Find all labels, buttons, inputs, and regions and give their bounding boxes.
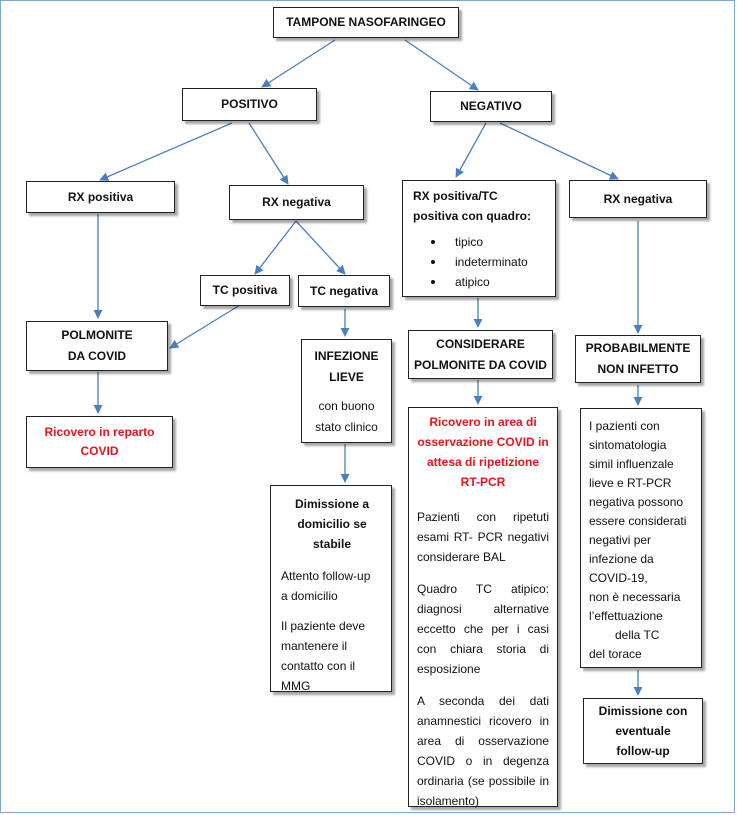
node-ricovero-reparto-line2: COVID bbox=[80, 444, 119, 458]
node-ricovero-reparto-line1: Ricovero in reparto bbox=[44, 425, 155, 439]
node-pazienti-line: simil influenzale bbox=[589, 457, 674, 471]
node-pazienti-line: infezione da bbox=[589, 552, 654, 566]
node-tampone: TAMPONE NASOFARINGEO bbox=[273, 7, 459, 38]
node-followup-line2: eventuale bbox=[615, 724, 671, 738]
node-rx-tc-positiva: RX positiva/TC positiva con quadro: tipi… bbox=[402, 180, 556, 297]
node-osserv-line1: Ricovero in area di bbox=[429, 415, 537, 429]
node-osserv-paragraph-2: Quadro TC atipico: diagnosi alternative … bbox=[417, 582, 549, 676]
node-rx-tc-title: RX positiva/TC positiva con quadro: bbox=[413, 186, 549, 226]
node-pazienti-line: della TC bbox=[615, 628, 660, 642]
node-dimissione-p1-line1: Attento follow-up bbox=[281, 569, 371, 583]
node-pazienti-line: sintomatologia bbox=[589, 438, 667, 452]
node-followup-line1: Dimissione con bbox=[598, 704, 688, 718]
node-dimissione-line3: stabile bbox=[312, 537, 351, 551]
arrow-tcpos-polmonite bbox=[169, 304, 241, 349]
node-dimissione-paragraph-1: Attento follow-up a domicilio bbox=[281, 566, 383, 606]
node-rx-tc-line2: positiva con quadro: bbox=[413, 209, 532, 223]
node-rx-negativa-neg-label: RX negativa bbox=[603, 191, 673, 206]
node-polmonite: POLMONITE DA COVID bbox=[26, 321, 168, 371]
node-negativo: NEGATIVO bbox=[430, 91, 552, 122]
node-infezione-lieve: INFEZIONE LIEVE con buono stato clinico bbox=[301, 339, 392, 443]
node-rx-tc-item-atipico: atipico bbox=[413, 272, 549, 292]
node-pazienti-line: non è necessaria bbox=[589, 590, 681, 604]
node-tc-negativa: TC negativa bbox=[298, 275, 390, 307]
arrow-tampone-positivo bbox=[261, 39, 336, 88]
node-rx-tc-item-tipico: tipico bbox=[413, 232, 549, 252]
node-infezione-sub-line1: con buono bbox=[318, 399, 375, 413]
node-dimissione-p2-line3: contatto con il bbox=[281, 659, 356, 673]
arrow-tampone-negativo bbox=[404, 39, 479, 91]
node-rx-negativa-pos-label: RX negativa bbox=[262, 195, 331, 209]
node-tc-positiva: TC positiva bbox=[200, 275, 290, 306]
node-dimissione-paragraph-2: Il paziente deve mantenere il contatto c… bbox=[281, 616, 383, 696]
node-pazienti-line: I pazienti con bbox=[589, 419, 660, 433]
node-dimissione-p2-line1: Il paziente deve bbox=[281, 619, 366, 633]
node-dimissione-followup: Dimissione con eventuale follow-up bbox=[583, 698, 703, 764]
node-osserv-line2: osservazione COVID in bbox=[417, 435, 549, 449]
arrow-rxneg-tcpos bbox=[254, 220, 297, 275]
node-considerare-polmonite: CONSIDERARE POLMONITE DA COVID bbox=[408, 330, 553, 379]
node-rx-tc-line1: RX positiva/TC bbox=[413, 189, 498, 203]
node-dimissione-title: Dimissione a domicilio se stabile bbox=[281, 494, 383, 554]
node-osserv-title: Ricovero in area di osservazione COVID i… bbox=[417, 412, 549, 492]
node-osserv-line3: attesa di ripetizione bbox=[426, 455, 540, 469]
node-pazienti-line: essere considerati bbox=[589, 514, 687, 528]
node-positivo: POSITIVO bbox=[182, 88, 317, 121]
node-rx-tc-list: tipico indeterminato atipico bbox=[413, 232, 549, 292]
node-osserv-paragraph-3: A seconda dei dati anamnestici ricovero … bbox=[417, 694, 549, 808]
node-rx-tc-item-indeterminato: indeterminato bbox=[413, 252, 549, 272]
node-polmonite-line1: POLMONITE bbox=[61, 328, 133, 342]
node-pazienti-line: del torace bbox=[589, 647, 642, 661]
node-negativo-label: NEGATIVO bbox=[460, 99, 522, 113]
node-tc-positiva-label: TC positiva bbox=[212, 283, 278, 297]
node-probabilmente: PROBABILMENTE NON INFETTO bbox=[575, 335, 701, 383]
node-dimissione-domicilio: Dimissione a domicilio se stabile Attent… bbox=[270, 485, 392, 693]
node-infezione-line2: LIEVE bbox=[329, 370, 364, 384]
node-probabilmente-line2: NON INFETTO bbox=[597, 362, 679, 376]
node-polmonite-line2: DA COVID bbox=[67, 349, 127, 363]
node-pazienti-line: COVID-19, bbox=[589, 571, 648, 585]
arrow-rxneg-tcneg bbox=[295, 220, 346, 275]
node-ricovero-reparto: Ricovero in reparto COVID bbox=[26, 416, 173, 468]
node-dimissione-p1-line2: a domicilio bbox=[281, 589, 338, 603]
arrow-negativo-rxneg bbox=[499, 122, 619, 180]
node-pazienti-line: lieve e RT-PCR bbox=[589, 476, 672, 490]
node-followup-line3: follow-up bbox=[616, 744, 670, 758]
node-dimissione-p2-line2: mantenere il bbox=[281, 639, 348, 653]
node-infezione-sub-line2: stato clinico bbox=[315, 420, 378, 434]
node-pazienti-negativi: I pazienti con sintomatologia simil infl… bbox=[580, 408, 702, 668]
arrow-positivo-rxneg bbox=[248, 122, 289, 185]
node-rx-negativa-neg: RX negativa bbox=[569, 180, 707, 218]
node-rx-positiva: RX positiva bbox=[26, 181, 175, 213]
arrow-negativo-rxtc bbox=[455, 122, 487, 178]
node-considerare-line2: POLMONITE DA COVID bbox=[414, 357, 547, 372]
node-pazienti-line: negativi per bbox=[589, 533, 652, 547]
node-pazienti-line: l’effettuazione bbox=[589, 609, 663, 623]
node-tc-negativa-label: TC negativa bbox=[309, 283, 378, 298]
node-dimissione-p2-line4: MMG bbox=[281, 679, 311, 693]
node-pazienti-line: negativa possono bbox=[589, 495, 684, 509]
node-positivo-label: POSITIVO bbox=[221, 97, 278, 111]
node-tampone-label: TAMPONE NASOFARINGEO bbox=[286, 15, 446, 29]
node-infezione-line1: INFEZIONE bbox=[314, 349, 379, 363]
node-dimissione-line2: domicilio se bbox=[297, 517, 367, 531]
node-osserv-paragraph-1: Pazienti con ripetuti esami RT- PCR nega… bbox=[417, 510, 549, 564]
node-ricovero-osservazione: Ricovero in area di osservazione COVID i… bbox=[408, 407, 558, 808]
arrow-positivo-rxpos bbox=[99, 122, 233, 181]
node-rx-negativa-pos: RX negativa bbox=[229, 185, 364, 220]
node-osserv-line4: RT-PCR bbox=[460, 475, 506, 489]
node-considerare-line1: CONSIDERARE bbox=[436, 336, 525, 351]
node-rx-positiva-label: RX positiva bbox=[67, 189, 134, 204]
node-probabilmente-line1: PROBABILMENTE bbox=[585, 341, 691, 355]
node-dimissione-line1: Dimissione a bbox=[294, 497, 370, 511]
